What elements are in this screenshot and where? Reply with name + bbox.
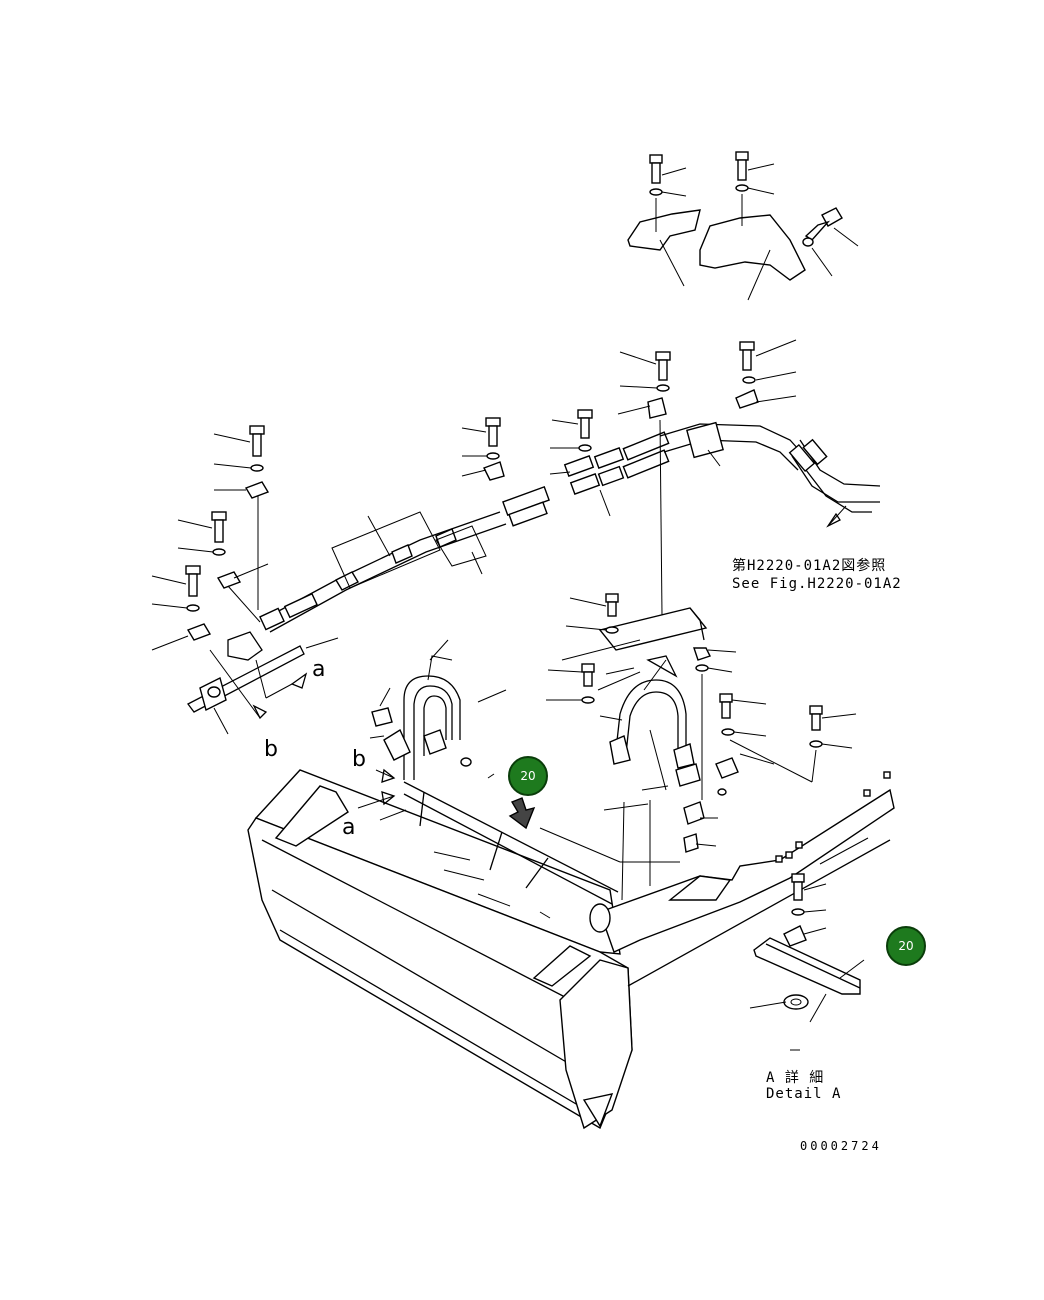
right-bolt-stack (683, 647, 857, 853)
drawing-number: 00002724 (800, 1139, 882, 1153)
reference-note-en: See Fig.H2220-01A2 (732, 576, 902, 592)
view-marker-b: b (264, 737, 278, 762)
clamp (391, 544, 413, 564)
view-marker-b-small: b (352, 747, 366, 772)
washer (649, 188, 663, 196)
frame-bolt-holes (775, 771, 891, 863)
callout-badge[interactable]: 20 (886, 926, 926, 966)
callout-badge-number: 20 (898, 939, 913, 953)
u-hose-right (603, 655, 739, 901)
view-marker-a-small: a (342, 815, 355, 840)
callout-badge-number: 20 (520, 769, 535, 783)
washer (802, 237, 814, 247)
detail-label-jp: A 詳 細 (766, 1070, 824, 1086)
hydraulic-tube-assembly (259, 389, 881, 633)
u-hose-left (357, 639, 507, 809)
mid-bolt-stack (367, 339, 847, 616)
bolt (649, 154, 663, 184)
clamp (483, 461, 505, 481)
callout-badge[interactable]: 20 (508, 756, 548, 796)
top-guard-assembly (627, 151, 859, 301)
guard-plate-left (627, 209, 701, 251)
blade-body (247, 769, 895, 1130)
view-marker-a: a (312, 657, 325, 682)
left-hose-arm (187, 631, 339, 735)
clamp (735, 389, 759, 409)
washer (735, 184, 749, 192)
detail-label-en: Detail A (766, 1086, 841, 1102)
clamp (435, 528, 457, 548)
left-bolt-stack (151, 425, 270, 651)
guard-plate-right (699, 214, 806, 281)
arrow-down-icon (508, 797, 536, 830)
bolt (804, 207, 843, 241)
reference-note-jp: 第H2220-01A2図参照 (732, 557, 886, 574)
bolt (735, 151, 749, 181)
detail-a (749, 873, 865, 1051)
bracket-rail-right (546, 593, 708, 721)
clamp (647, 397, 667, 419)
